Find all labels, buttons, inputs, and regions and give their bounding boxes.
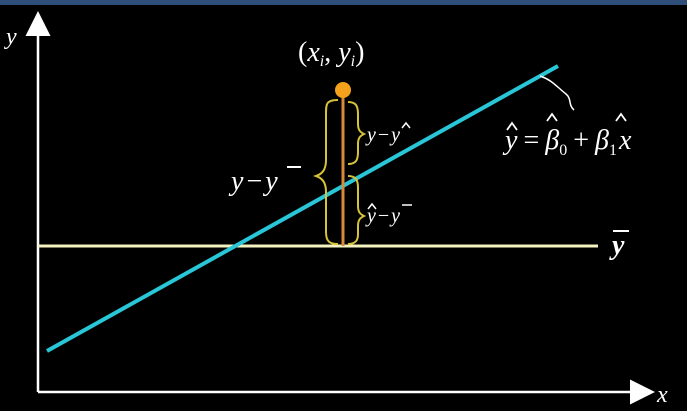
svg-text:y−y: y−y — [228, 166, 278, 197]
explained-yhat-hat — [367, 202, 377, 210]
point-label: (xi, yi) — [298, 37, 364, 70]
regression-equation: y=β0+β1x — [502, 112, 632, 159]
data-point — [335, 82, 351, 98]
residual-yhat-hat — [401, 121, 411, 129]
svg-text:y=β0+β1x: y=β0+β1x — [502, 125, 632, 159]
total-deviation-brace — [312, 99, 339, 245]
equation-beta0-hat — [546, 112, 558, 122]
residual-brace — [347, 101, 367, 165]
regression-line-pointer — [539, 75, 575, 111]
y-axis-label: y — [4, 24, 17, 50]
total-deviation-label: y−y — [228, 166, 301, 197]
mean-line-label: y — [609, 230, 629, 261]
equation-beta1-hat — [615, 112, 627, 122]
residual-label: y−y — [365, 121, 411, 146]
explained-brace — [347, 175, 367, 245]
window-top-edge — [0, 0, 687, 5]
regression-line — [46, 64, 559, 353]
svg-text:y−y: y−y — [365, 124, 400, 146]
explained-label: y−y — [365, 202, 412, 227]
x-axis-label: x — [656, 382, 668, 408]
svg-text:y−y: y−y — [365, 205, 400, 227]
equation-yhat-hat — [506, 121, 518, 131]
mean-line-label-y: y — [609, 230, 625, 261]
